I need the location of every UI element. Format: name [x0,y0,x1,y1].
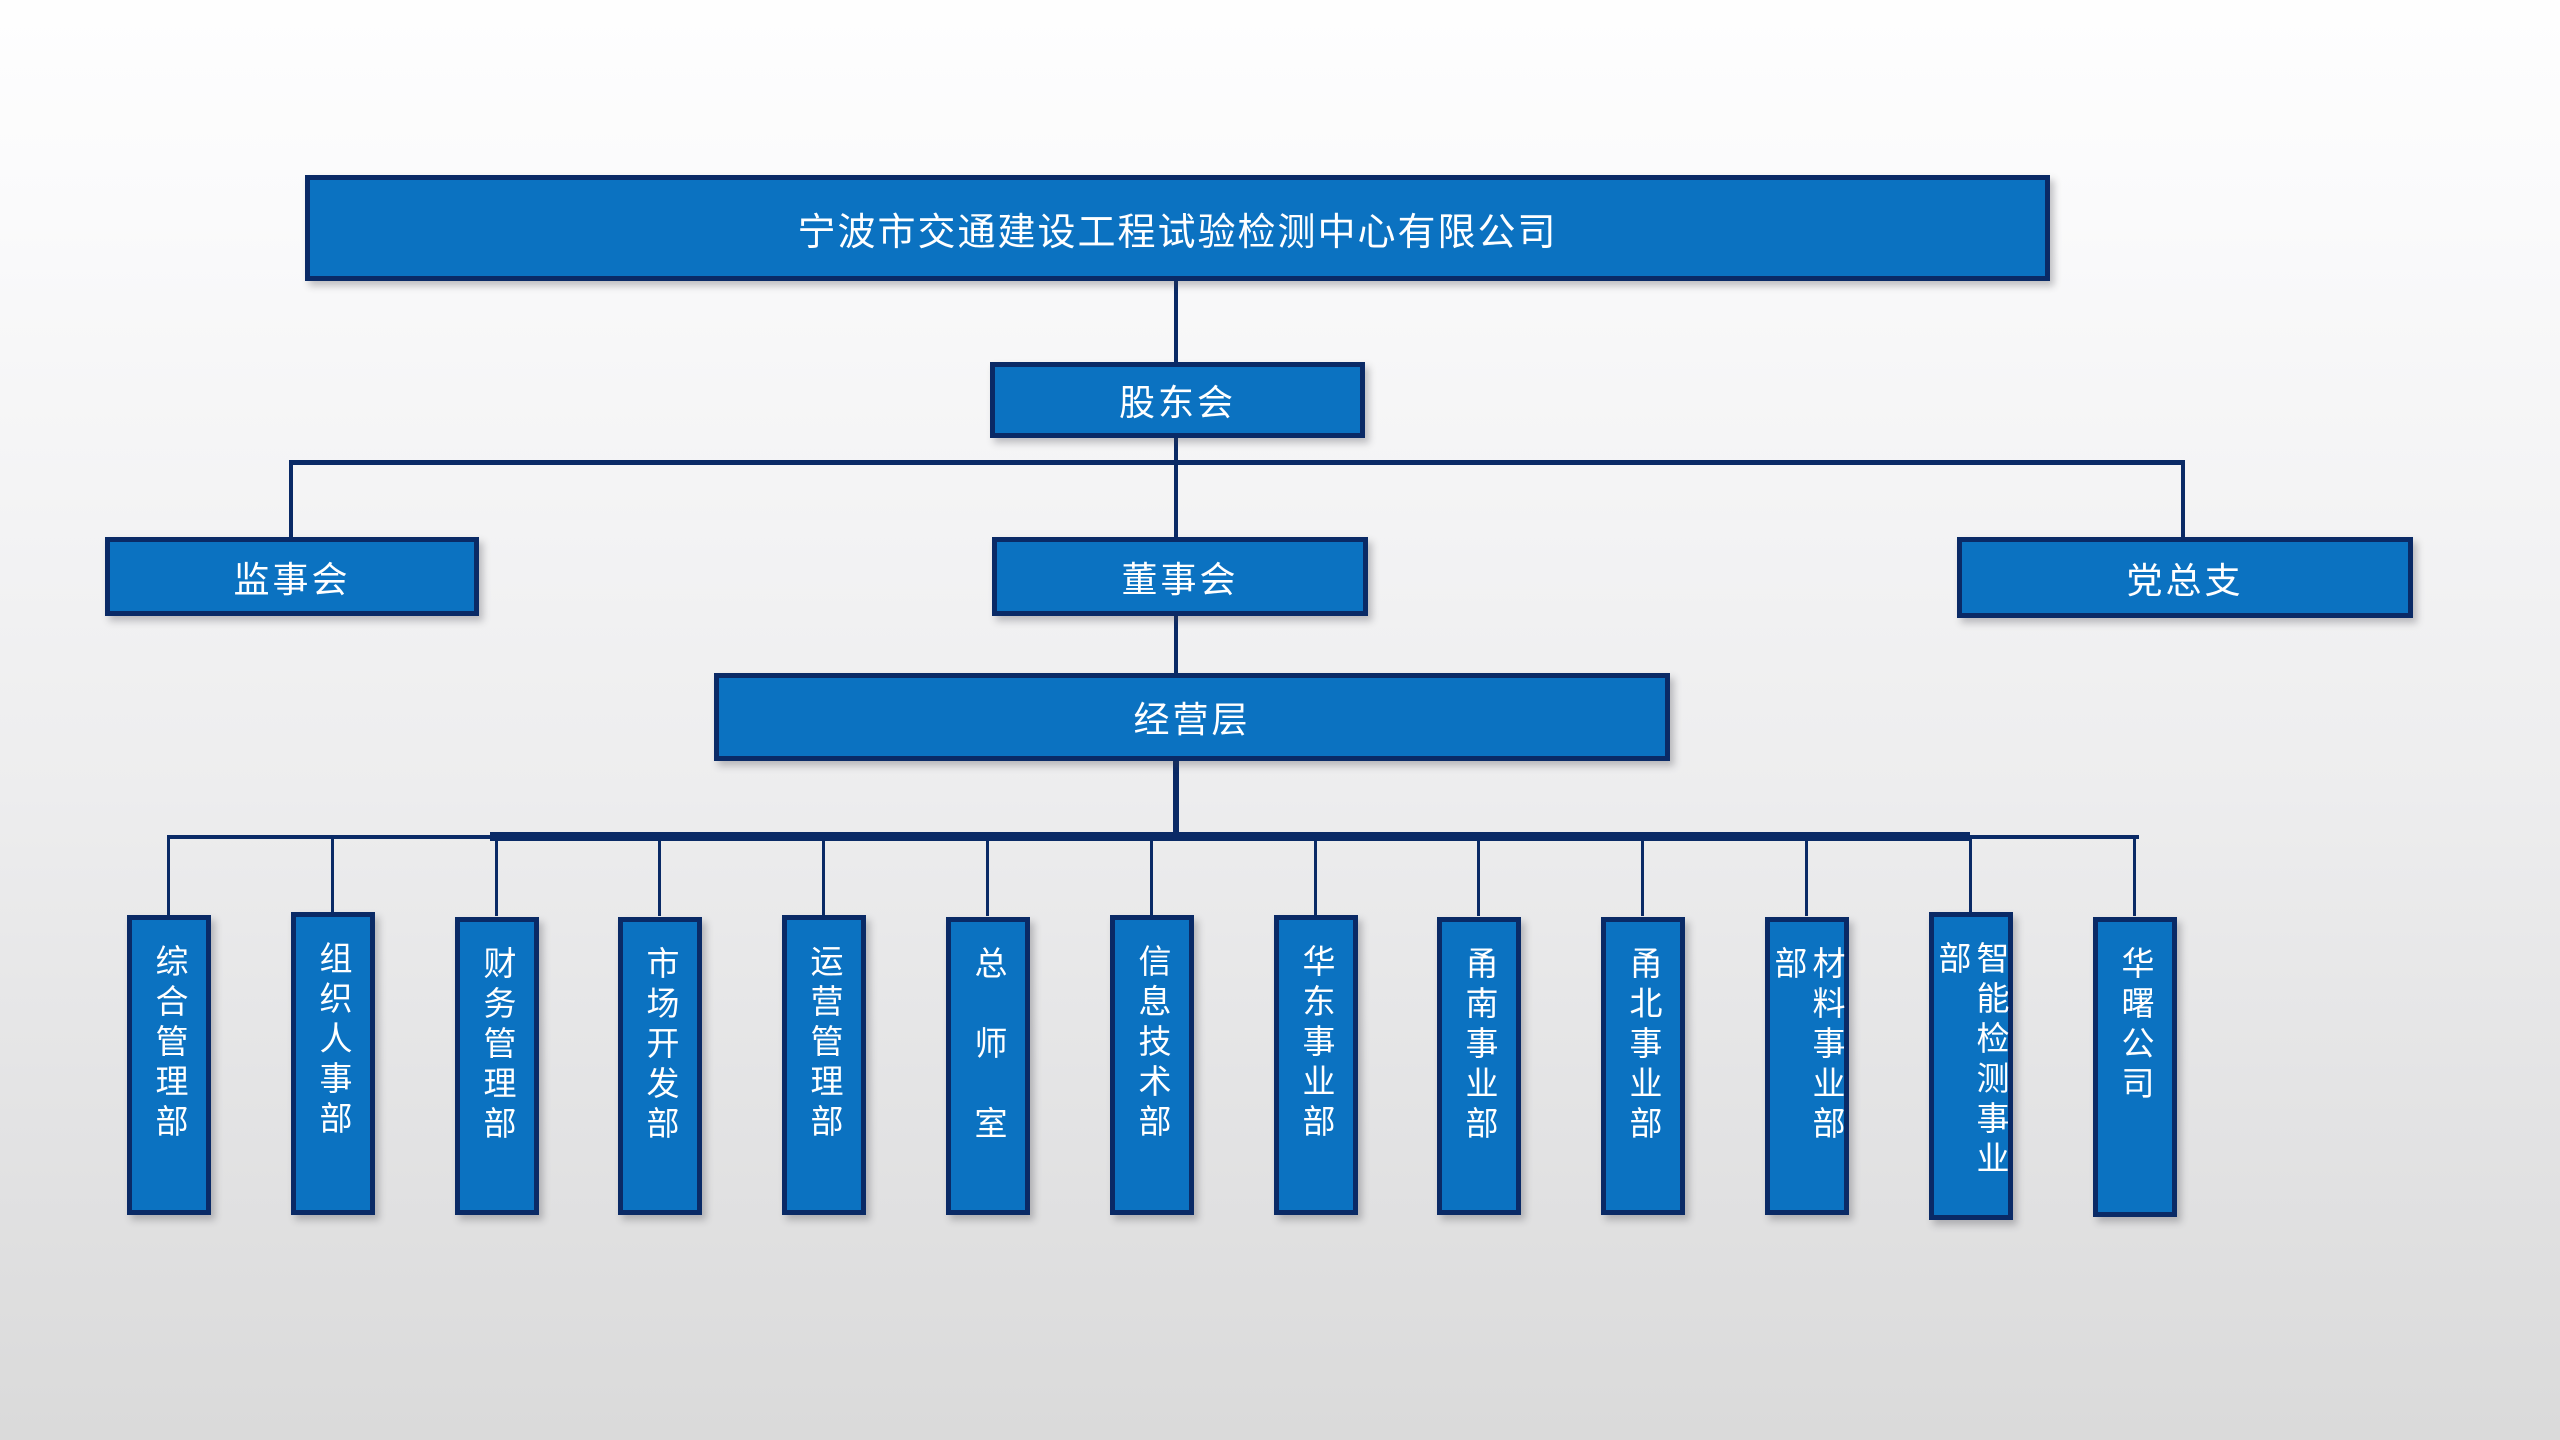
org-node-dept-huashu-company: 华曙公司 [2093,917,2177,1217]
org-node-dept-label: 华曙公司 [2116,946,2154,1106]
connector-board-to-management [1174,616,1178,674]
org-node-dept-yongnan-division: 甬南事业部 [1437,917,1521,1215]
org-node-dept-yongbei-division: 甬北事业部 [1601,917,1685,1215]
org-node-dept-information-technology: 信息技术部 [1110,915,1194,1215]
connector-drop-dept-5 [822,839,825,916]
connector-drop-dept-2 [331,839,334,916]
connector-drop-dept-6 [986,839,989,916]
org-node-dept-market-development: 市场开发部 [618,917,702,1215]
connector-rail-to-supervisory [289,463,293,537]
connector-drop-dept-3 [495,839,498,916]
org-node-dept-label: 甬北事业部 [1624,946,1662,1146]
org-node-board-of-directors: 董事会 [992,537,1368,616]
org-node-dept-huadong-division: 华东事业部 [1274,915,1358,1215]
org-node-dept-organization-personnel: 组织人事部 [291,912,375,1215]
org-node-shareholders: 股东会 [990,362,1365,438]
org-node-dept-label: 信息技术部 [1133,944,1171,1144]
connector-drop-dept-11 [1805,839,1808,916]
org-node-dept-label: 华东事业部 [1297,944,1335,1144]
org-node-dept-label: 材料事业部 部 [1770,946,1845,1186]
org-node-shareholders-label: 股东会 [1118,382,1236,423]
connector-drop-dept-8 [1314,839,1317,916]
org-node-dept-label: 总 师 室 [969,946,1007,1146]
org-node-dept-label: 运营管理部 [805,944,843,1144]
org-node-management: 经营层 [714,673,1670,761]
connector-rail-to-party [2181,463,2185,537]
org-node-party-branch-label: 党总支 [2126,559,2244,601]
org-node-supervisory-board: 监事会 [105,537,479,616]
org-node-company: 宁波市交通建设工程试验检测中心有限公司 [305,175,2050,281]
org-node-party-branch: 党总支 [1957,537,2413,618]
connector-drop-dept-1 [167,839,170,916]
org-node-dept-chief-engineer-office: 总 师 室 [946,917,1030,1215]
org-node-board-of-directors-label: 董事会 [1121,558,1239,600]
org-node-dept-label: 综合管理部 [150,944,188,1144]
connector-root-to-shareholders [1174,281,1178,362]
org-node-dept-intelligent-testing-division: 智能检测事业部 [1929,912,2013,1220]
connector-drop-dept-12 [1969,839,1972,916]
org-node-dept-label: 市场开发部 [641,946,679,1146]
connector-management-to-rail [1173,760,1179,836]
connector-drop-dept-7 [1150,839,1153,916]
org-node-dept-label: 甬南事业部 [1460,946,1498,1146]
org-node-dept-label: 组织人事部 [314,941,352,1141]
connector-level3-rail [289,460,2185,465]
connector-drop-dept-13 [2133,839,2136,916]
org-node-dept-materials-division: 材料事业部 部 [1765,917,1849,1215]
org-node-management-label: 经营层 [1133,699,1251,740]
org-node-dept-general-management: 综合管理部 [127,915,211,1215]
connector-shareholders-to-board [1174,437,1178,537]
connector-level5-rail-thick [490,832,1970,841]
connector-drop-dept-9 [1477,839,1480,916]
org-node-dept-label: 智能检测事业部 [1934,941,2009,1181]
org-node-dept-label: 财务管理部 [478,946,516,1146]
connector-drop-dept-10 [1641,839,1644,916]
org-node-company-label: 宁波市交通建设工程试验检测中心有限公司 [797,211,1558,254]
org-node-dept-finance-management: 财务管理部 [455,917,539,1215]
org-node-supervisory-board-label: 监事会 [233,558,351,600]
connector-drop-dept-4 [658,839,661,916]
org-node-dept-operations-management: 运营管理部 [782,915,866,1215]
